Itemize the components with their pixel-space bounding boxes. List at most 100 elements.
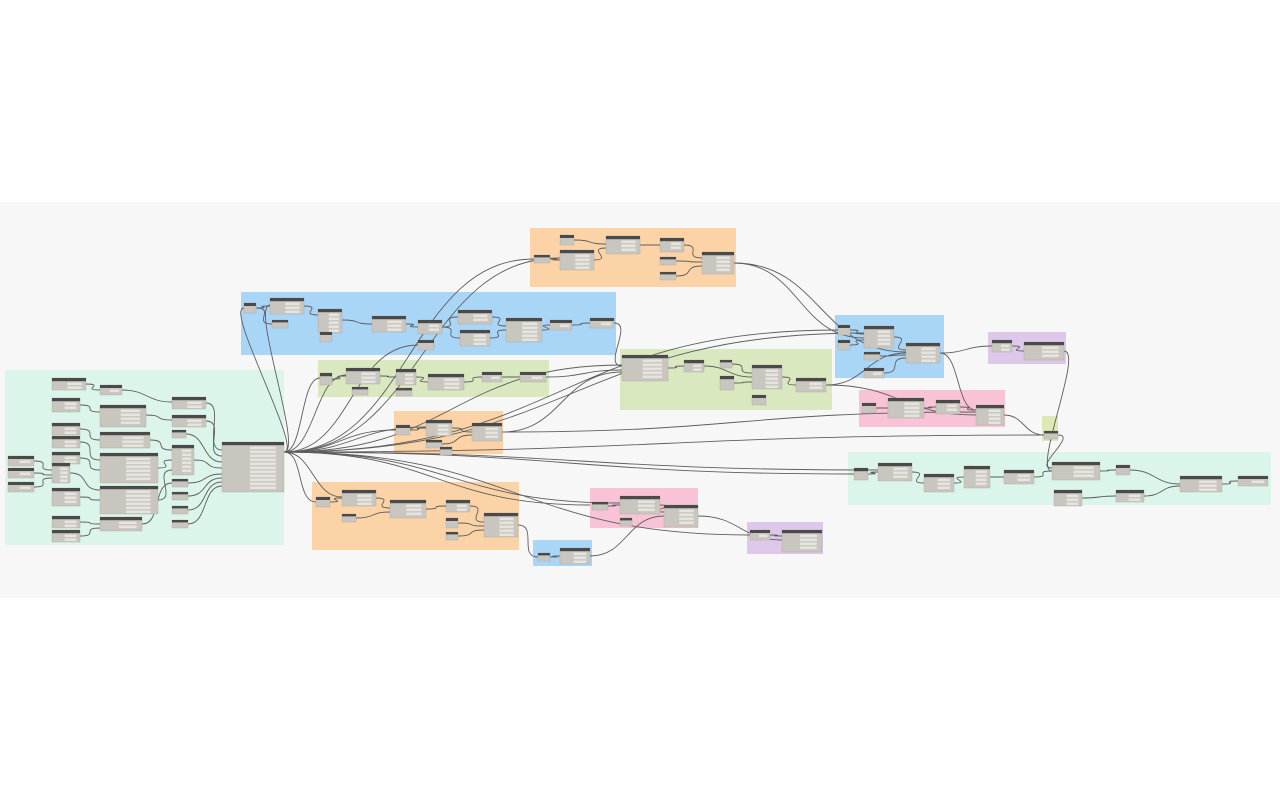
node-port-field[interactable] bbox=[406, 512, 422, 516]
node-header[interactable] bbox=[590, 318, 614, 321]
node-port-field[interactable] bbox=[1017, 474, 1031, 478]
node-port-field[interactable] bbox=[357, 498, 372, 502]
graph-node[interactable] bbox=[99, 516, 143, 532]
node-port-field[interactable] bbox=[873, 372, 882, 376]
node-port-field[interactable] bbox=[428, 328, 439, 332]
graph-node[interactable] bbox=[341, 489, 377, 507]
graph-node[interactable] bbox=[1115, 464, 1131, 476]
node-port-field[interactable] bbox=[109, 389, 120, 393]
graph-node[interactable] bbox=[619, 495, 661, 515]
node-port-field[interactable] bbox=[642, 367, 663, 371]
node-header[interactable] bbox=[720, 376, 734, 380]
node-port-field[interactable] bbox=[249, 458, 276, 462]
node-port-field[interactable] bbox=[328, 329, 339, 333]
node-header[interactable] bbox=[270, 298, 304, 302]
node-header[interactable] bbox=[782, 530, 822, 534]
graph-node[interactable] bbox=[99, 485, 159, 515]
node-port-field[interactable] bbox=[60, 467, 68, 471]
connector-wire[interactable] bbox=[769, 534, 783, 537]
graph-node[interactable] bbox=[51, 422, 81, 436]
node-port-field[interactable] bbox=[877, 334, 891, 338]
node-port-field[interactable] bbox=[1066, 502, 1079, 506]
connector-wire[interactable] bbox=[283, 451, 751, 536]
node-header[interactable] bbox=[318, 309, 342, 313]
node-port-field[interactable] bbox=[499, 521, 514, 525]
node-body[interactable] bbox=[483, 512, 519, 538]
node-header[interactable] bbox=[172, 397, 206, 401]
graph-node[interactable] bbox=[425, 419, 453, 437]
node-header[interactable] bbox=[446, 518, 458, 521]
connector-wire[interactable] bbox=[667, 365, 685, 369]
node-header[interactable] bbox=[1054, 490, 1082, 494]
node-port-field[interactable] bbox=[946, 408, 957, 412]
node-header[interactable] bbox=[592, 502, 608, 505]
graph-node[interactable] bbox=[1115, 489, 1145, 503]
node-port-field[interactable] bbox=[249, 474, 276, 478]
graph-node[interactable] bbox=[877, 462, 913, 482]
connector-wire[interactable] bbox=[283, 451, 591, 506]
node-port-field[interactable] bbox=[181, 449, 192, 453]
graph-node[interactable] bbox=[319, 372, 333, 386]
connector-wire[interactable] bbox=[331, 375, 347, 380]
node-port-field[interactable] bbox=[485, 435, 499, 439]
node-port-field[interactable] bbox=[1128, 494, 1141, 498]
connector-wire[interactable] bbox=[607, 504, 621, 507]
node-header[interactable] bbox=[172, 479, 188, 482]
connector-wire[interactable] bbox=[731, 363, 753, 374]
graph-node[interactable] bbox=[781, 529, 823, 553]
node-port-field[interactable] bbox=[126, 465, 151, 469]
connector-wire[interactable] bbox=[157, 459, 173, 469]
node-port-field[interactable] bbox=[126, 473, 151, 477]
node-header[interactable] bbox=[320, 373, 332, 377]
graph-node[interactable] bbox=[683, 359, 705, 373]
node-port-field[interactable] bbox=[693, 364, 702, 368]
node-header[interactable] bbox=[8, 456, 34, 459]
node-port-field[interactable] bbox=[181, 457, 192, 461]
graph-node[interactable] bbox=[271, 319, 289, 329]
node-port-field[interactable] bbox=[670, 246, 681, 250]
node-port-field[interactable] bbox=[877, 338, 891, 342]
node-port-field[interactable] bbox=[437, 432, 449, 436]
node-port-field[interactable] bbox=[64, 427, 77, 431]
connector-wire[interactable] bbox=[283, 364, 623, 453]
node-port-field[interactable] bbox=[285, 302, 300, 306]
node-header[interactable] bbox=[172, 506, 188, 509]
node-header[interactable] bbox=[862, 403, 876, 406]
node-port-field[interactable] bbox=[621, 248, 636, 252]
node-header[interactable] bbox=[172, 430, 186, 433]
graph-node[interactable] bbox=[345, 367, 381, 385]
node-port-field[interactable] bbox=[679, 509, 694, 513]
node-port-field[interactable] bbox=[387, 320, 402, 324]
connector-wire[interactable] bbox=[149, 439, 173, 451]
graph-node[interactable] bbox=[935, 399, 961, 415]
graph-node[interactable] bbox=[1179, 475, 1223, 493]
node-port-field[interactable] bbox=[437, 424, 449, 428]
node-port-field[interactable] bbox=[249, 482, 276, 486]
node-port-field[interactable] bbox=[988, 413, 1001, 417]
node-header[interactable] bbox=[702, 252, 734, 256]
node-port-field[interactable] bbox=[64, 406, 77, 410]
node-port-field[interactable] bbox=[642, 375, 663, 379]
node-port-field[interactable] bbox=[328, 317, 339, 321]
node-header[interactable] bbox=[428, 374, 464, 378]
node-header[interactable] bbox=[1044, 431, 1058, 434]
node-port-field[interactable] bbox=[249, 470, 276, 474]
node-header[interactable] bbox=[664, 505, 698, 509]
graph-node[interactable] bbox=[537, 552, 551, 562]
node-port-field[interactable] bbox=[975, 482, 987, 486]
node-port-field[interactable] bbox=[126, 494, 151, 498]
node-header[interactable] bbox=[100, 517, 142, 521]
node-port-field[interactable] bbox=[64, 524, 77, 528]
node-header[interactable] bbox=[316, 497, 330, 500]
node-port-field[interactable] bbox=[357, 494, 372, 498]
node-port-field[interactable] bbox=[406, 504, 422, 508]
node-header[interactable] bbox=[52, 516, 80, 520]
node-port-field[interactable] bbox=[893, 475, 908, 479]
graph-node[interactable] bbox=[439, 446, 453, 456]
connector-wire[interactable] bbox=[457, 522, 485, 527]
node-port-field[interactable] bbox=[765, 381, 779, 385]
graph-node[interactable] bbox=[171, 444, 195, 476]
connector-wire[interactable] bbox=[1033, 470, 1053, 478]
graph-node[interactable] bbox=[51, 435, 81, 449]
node-port-field[interactable] bbox=[126, 457, 151, 461]
